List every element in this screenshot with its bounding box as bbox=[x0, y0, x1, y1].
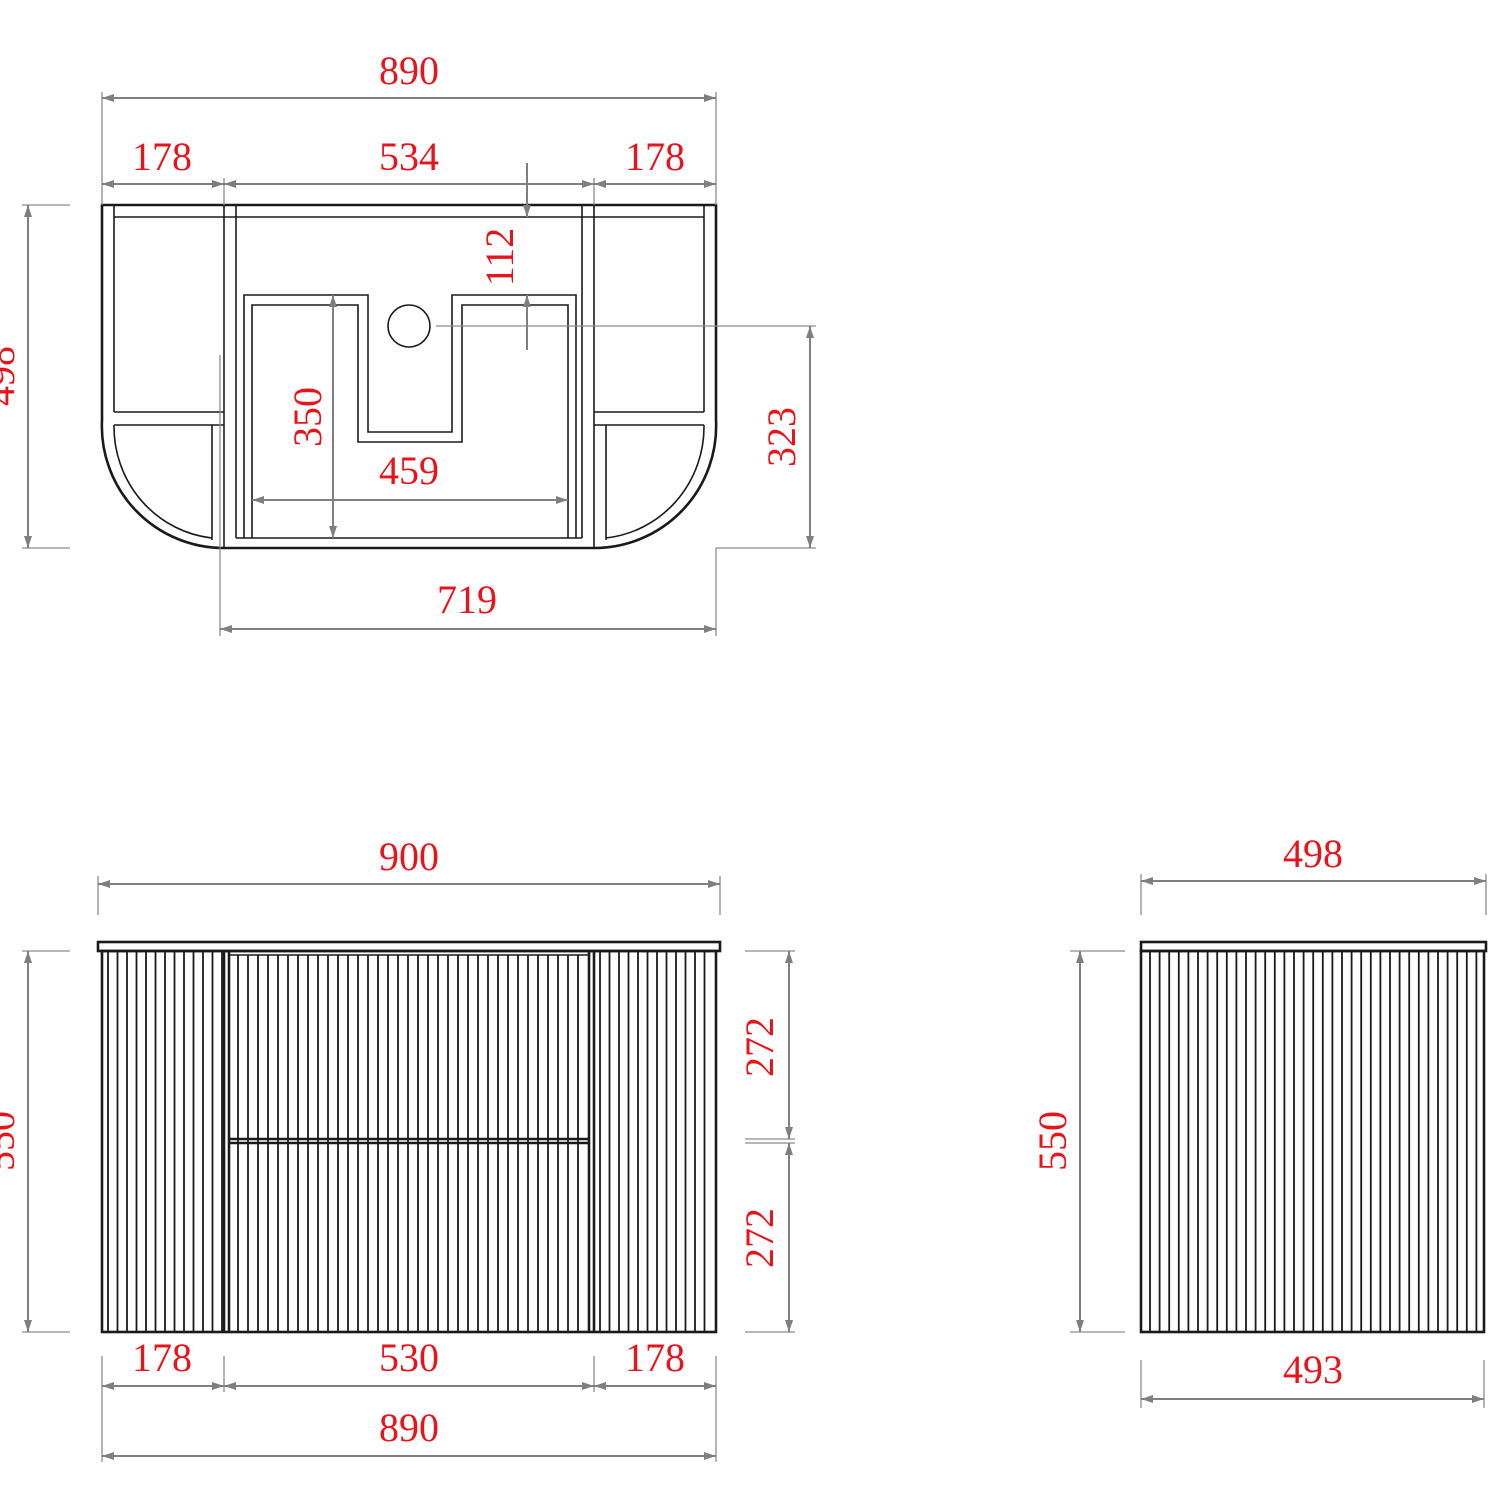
front-view: 900 550 272 272 178 530 178 890 bbox=[0, 834, 795, 1462]
label-waste-offset: 112 bbox=[477, 228, 522, 287]
left-inner-arc bbox=[113, 424, 213, 539]
label-front-middle-section: 530 bbox=[379, 1335, 439, 1380]
label-front-overall-width: 890 bbox=[379, 1405, 439, 1450]
drawer-cutout-outer bbox=[243, 294, 577, 538]
label-drawer-bottom: 272 bbox=[737, 1208, 782, 1268]
waste-hole-icon bbox=[387, 304, 431, 348]
label-depth: 498 bbox=[0, 346, 23, 406]
label-side-top-depth: 498 bbox=[1283, 831, 1343, 876]
side-view: 498 550 493 bbox=[1030, 831, 1488, 1408]
label-overall-width: 890 bbox=[379, 48, 439, 93]
label-right-section: 178 bbox=[625, 134, 685, 179]
side-countertop bbox=[1139, 940, 1488, 953]
front-fluted-slats bbox=[107, 951, 706, 1332]
label-waste-to-back: 323 bbox=[759, 407, 804, 467]
label-side-height: 550 bbox=[1030, 1111, 1075, 1171]
front-countertop bbox=[96, 940, 722, 953]
label-left-section: 178 bbox=[132, 134, 192, 179]
label-top-width: 900 bbox=[379, 834, 439, 879]
side-fluted-slats bbox=[1149, 951, 1478, 1332]
label-front-left-section: 178 bbox=[132, 1335, 192, 1380]
label-front-right-section: 178 bbox=[625, 1335, 685, 1380]
label-inner-width: 459 bbox=[379, 448, 439, 493]
label-side-base-depth: 493 bbox=[1283, 1347, 1343, 1392]
plan-outline bbox=[100, 203, 718, 550]
label-drawer-top: 272 bbox=[737, 1017, 782, 1077]
label-front-height: 550 bbox=[0, 1111, 23, 1171]
drawer-cutout-inner bbox=[251, 304, 569, 538]
front-body bbox=[100, 949, 718, 1334]
plan-view: 890 178 534 178 498 112 350 459 323 719 bbox=[0, 48, 816, 636]
label-base-width: 719 bbox=[437, 577, 497, 622]
label-middle-section: 534 bbox=[379, 134, 439, 179]
right-inner-arc bbox=[605, 424, 705, 539]
label-cutout-depth: 350 bbox=[285, 387, 330, 447]
